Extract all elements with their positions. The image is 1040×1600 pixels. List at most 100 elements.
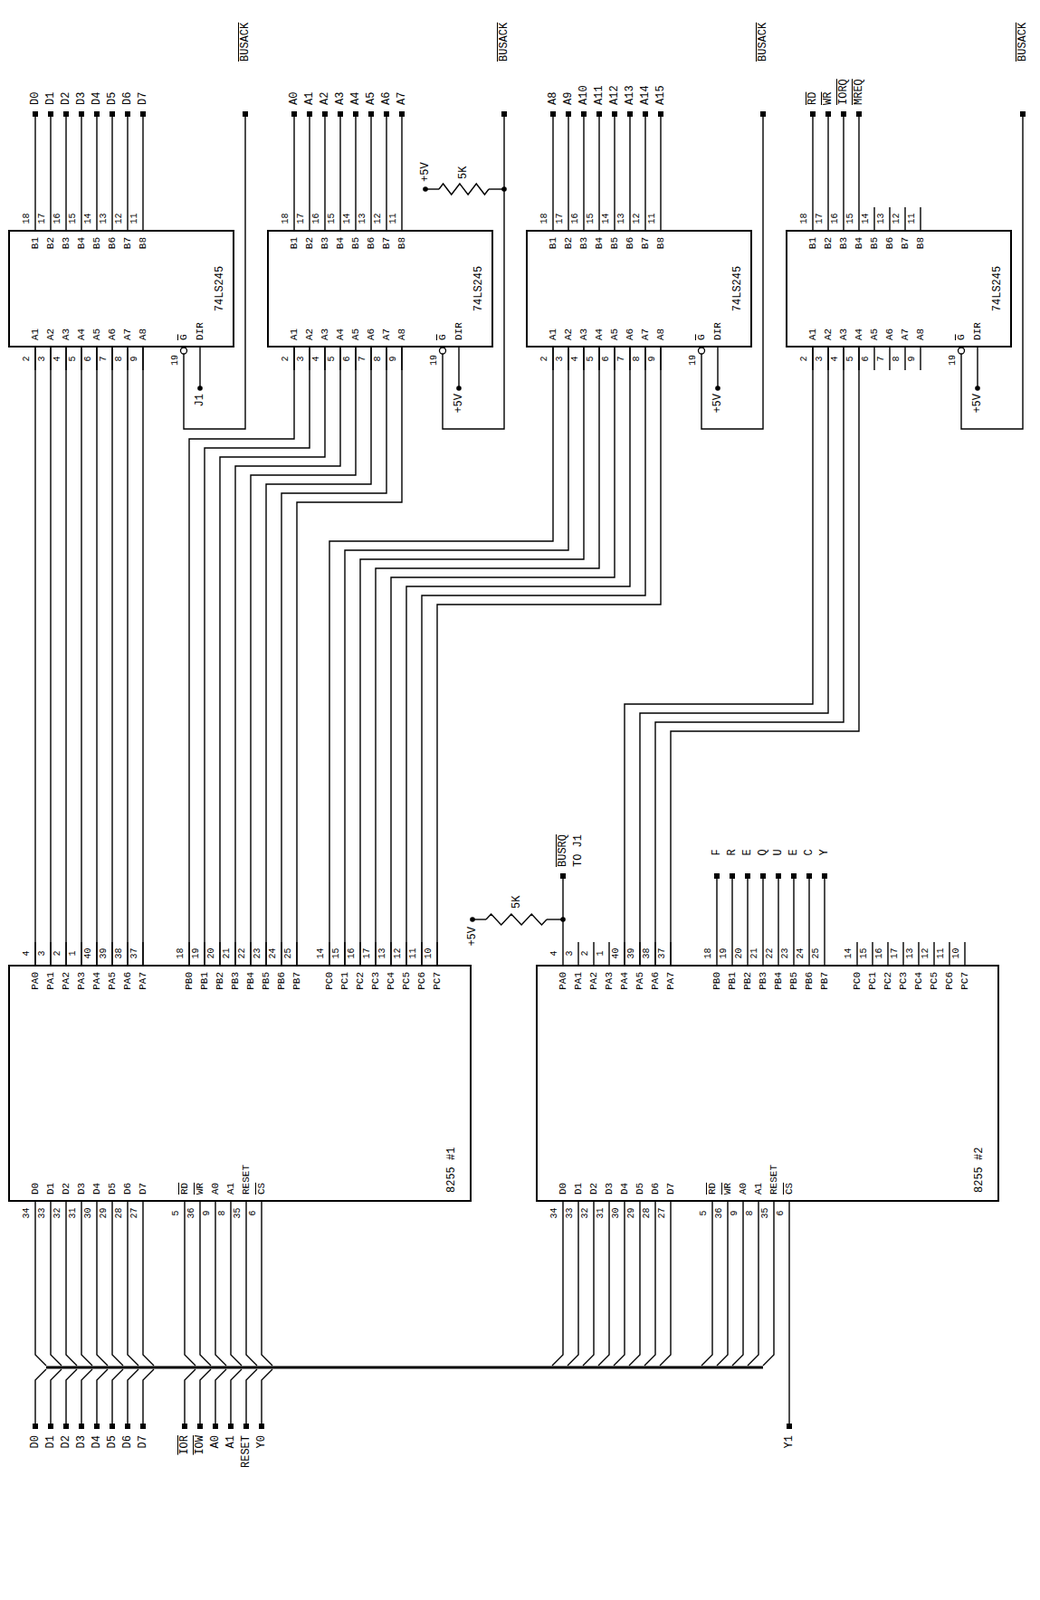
pin-name-holder: A1: [28, 328, 42, 341]
pin-number-holder: 15: [585, 83, 597, 355]
inversion-bubble: [181, 347, 188, 354]
pin-name-holder: PC2: [353, 972, 367, 1244]
pin-name-holder: PB0: [710, 972, 724, 1244]
pin-name: A0: [209, 1183, 222, 1195]
pin-name-holder: PB7: [290, 972, 304, 1244]
bus-wire: [670, 347, 859, 965]
pin-number-holder: 34: [21, 1078, 33, 1350]
wire: [613, 1202, 625, 1366]
wire: [112, 1369, 124, 1424]
bus-wire: [329, 347, 554, 965]
pin-number-holder: 9: [201, 1078, 213, 1350]
pin-number-holder: 38: [114, 818, 125, 1090]
wire: [324, 116, 325, 230]
pin-number: 20: [734, 948, 745, 960]
pin-number: 12: [392, 948, 404, 960]
pin-number-holder: 2: [21, 223, 33, 496]
wire: [81, 1202, 93, 1366]
signal-name: FREQUECY: [709, 847, 833, 859]
inversion-bubble: [958, 347, 965, 354]
pin-number: 19: [947, 354, 959, 366]
pin-number: 8: [114, 356, 125, 363]
pin-number-holder: 13: [357, 83, 369, 355]
pin-number: 2: [21, 356, 33, 363]
pin-name: PA6: [648, 972, 662, 991]
pin-number: 14: [315, 948, 327, 960]
pin-number: 16: [52, 213, 64, 225]
signal-name-holder: A6: [380, 92, 393, 105]
pin-name-holder: B3: [837, 237, 850, 509]
pin-name: WR: [193, 1183, 207, 1195]
pin-number-holder: 19: [718, 818, 730, 1090]
pin-number: 17: [554, 213, 566, 225]
pin-number: 18: [799, 213, 811, 225]
pin-name: DIR: [193, 322, 207, 341]
pin-name: A2: [303, 328, 316, 341]
signal-name: A11: [592, 85, 606, 105]
pin-number: 14: [83, 213, 95, 225]
pin-number-holder: 2: [799, 223, 811, 496]
pin-number: 8: [891, 356, 903, 363]
pin-name: B7: [898, 237, 912, 249]
wire: [552, 116, 554, 230]
pin-name: CS: [255, 1183, 268, 1195]
signal-name-holder: Y0: [255, 1435, 268, 1600]
signal-name: A7: [395, 92, 409, 105]
pin-name-holder: CS: [255, 1183, 268, 1195]
pin-number: 4: [21, 951, 33, 957]
pin-number: 19: [429, 354, 440, 366]
bus-buffer-chip: 74LS245A1A2A3A4A5A6A7A8B1B2B3B4B5B6B7B8G…: [267, 229, 494, 348]
pin-number-holder: 13: [377, 818, 389, 1090]
pin-name: B5: [868, 237, 881, 249]
wire: [261, 1369, 273, 1424]
pin-name-holder: A1: [752, 1183, 765, 1195]
pin-name: CS: [782, 1183, 796, 1195]
pin-name-holder: G: [954, 333, 968, 341]
pin-number: 28: [641, 1208, 653, 1220]
pin-number: 22: [764, 948, 776, 960]
pin-number-holder: 22: [237, 818, 249, 1090]
pin-name: D5: [105, 1183, 119, 1195]
pin-number: 18: [703, 948, 715, 960]
pin-number-holder: 6: [860, 223, 872, 496]
pin-number: 5: [698, 1211, 710, 1217]
pin-number: 3: [37, 951, 48, 957]
pin-name: D1: [572, 1183, 585, 1195]
terminal-pad: [197, 1423, 203, 1430]
pin-stub: [904, 347, 906, 371]
wire: [230, 1202, 242, 1366]
pin-number-holder: 39: [626, 818, 638, 1090]
pin-number: 23: [252, 948, 264, 960]
signal-name: D1: [44, 92, 58, 105]
pin-name: DIR: [711, 322, 725, 341]
terminal-pad: [140, 1423, 146, 1430]
pin-name: B7: [380, 237, 393, 249]
pin-number-holder: 19: [190, 818, 202, 1090]
pin-name: PB1: [725, 972, 739, 991]
pin-number: 4: [830, 356, 841, 363]
terminal-pad: [786, 1423, 792, 1430]
pin-stub: [888, 207, 890, 230]
pin-number: 6: [601, 356, 612, 363]
pin-number-holder: 15: [67, 83, 79, 355]
pin-name-holder: DIR: [193, 322, 207, 341]
pin-number-holder: 8: [372, 223, 384, 496]
pin-number-holder: 19: [429, 224, 440, 497]
wire: [143, 1202, 154, 1366]
pin-number: 5: [326, 356, 338, 363]
terminal-pad: [109, 111, 115, 117]
part-number-holder: 8255 #1: [445, 1147, 458, 1193]
pin-name: B7: [639, 237, 652, 249]
terminal-pad: [243, 1423, 249, 1430]
signal-name: A10: [577, 85, 591, 105]
pin-name-holder: RESET: [239, 1164, 253, 1195]
pin-name: B3: [577, 237, 591, 249]
pin-number: 27: [129, 1208, 141, 1220]
pin-name-holder: PB7: [818, 972, 831, 1244]
pin-name-holder: B6: [105, 237, 119, 509]
supply-label-holder: +5V: [419, 162, 432, 182]
pin-number: 39: [98, 948, 110, 960]
signal-name: D5: [105, 1435, 119, 1449]
pin-name: B5: [608, 237, 621, 249]
signal-name-holder: A10: [577, 85, 591, 105]
